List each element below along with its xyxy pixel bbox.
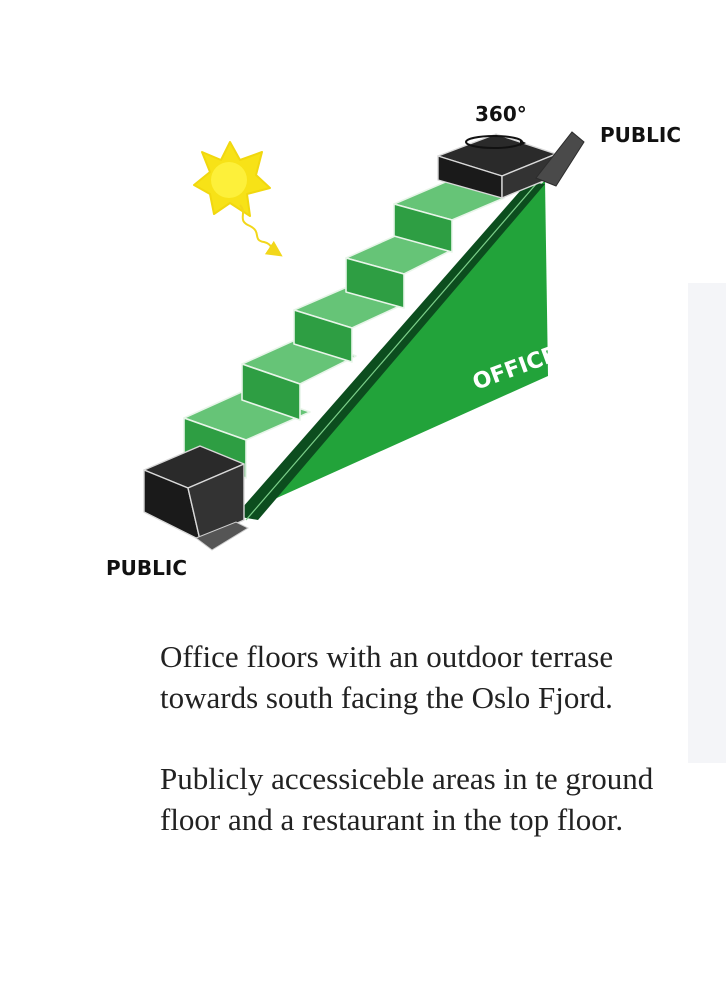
walkway-bottom <box>194 521 250 551</box>
stair-diagram: 360° PUBLIC PUBLIC OFFICE <box>106 102 681 580</box>
caption-paragraph-2: Publicly accessiceble areas in te ground… <box>160 761 654 837</box>
sun-ray-arrow <box>239 204 283 257</box>
page-edge-strip <box>688 283 726 763</box>
terrace-steps <box>183 179 505 479</box>
rotation-label: 360° <box>475 102 527 126</box>
caption: Office floors with an outdoor terrase to… <box>160 636 680 880</box>
rotation-arrow-icon <box>465 135 526 149</box>
caption-paragraph-1: Office floors with an outdoor terrase to… <box>160 639 614 715</box>
public-label-bottom: PUBLIC <box>106 556 187 580</box>
public-label-top: PUBLIC <box>600 123 681 147</box>
public-block-bottom <box>143 445 245 541</box>
stair-band <box>235 182 545 520</box>
stair-band-line <box>245 182 538 521</box>
sun-icon <box>193 141 271 217</box>
public-block-top <box>437 133 557 199</box>
walkway-top <box>535 131 585 187</box>
